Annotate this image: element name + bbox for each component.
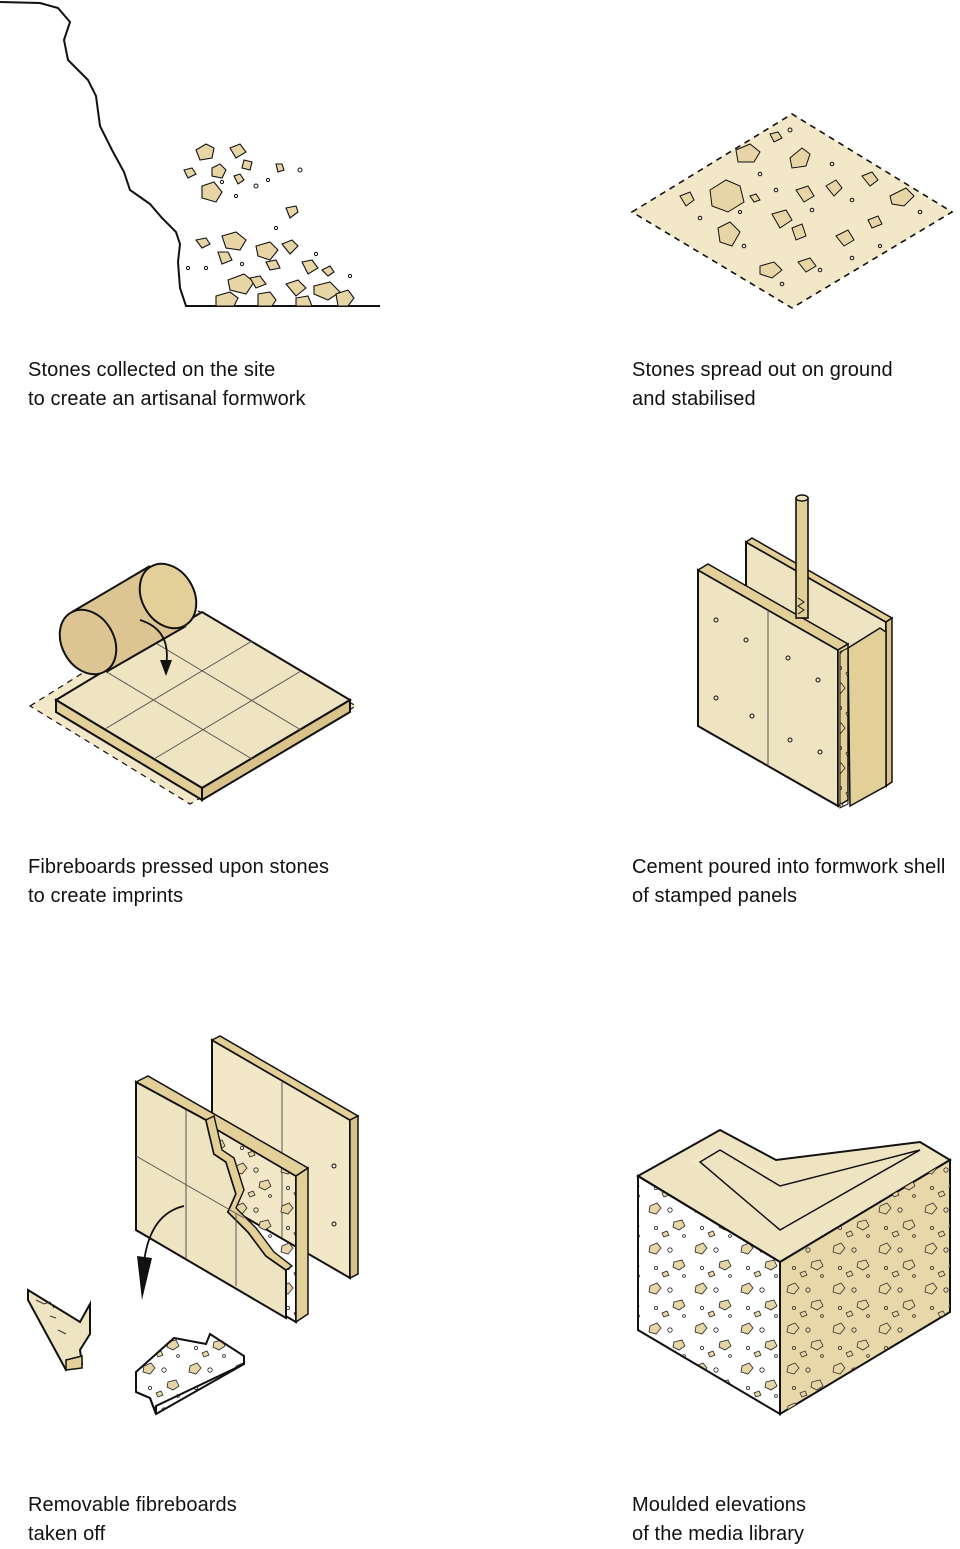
caption-line: Stones collected on the site — [28, 359, 276, 381]
caption-line: and stabilised — [632, 388, 756, 410]
step-caption-3: Fibreboards pressed upon stones to creat… — [28, 853, 329, 911]
fibreboard-press-illustration — [28, 562, 358, 805]
roller-icon — [58, 562, 198, 676]
caption-line: of stamped panels — [632, 885, 798, 907]
caption-line: Moulded elevations — [632, 1494, 807, 1516]
caption-line: Cement poured into formwork shell — [632, 856, 946, 878]
step-caption-5: Removable fibreboards taken off — [28, 1491, 237, 1549]
spread-stones-illustration — [630, 113, 954, 309]
moulded-elevation-illustration — [636, 1128, 952, 1416]
formwork-pour-illustration — [696, 494, 894, 809]
fibreboard-removal-illustration — [27, 1035, 360, 1416]
pour-pipe-icon — [795, 494, 809, 619]
caption-line: Fibreboards pressed upon stones — [28, 856, 330, 878]
caption-line: taken off — [28, 1523, 106, 1545]
step-caption-6: Moulded elevations of the media library — [632, 1491, 806, 1549]
caption-line: to create an artisanal formwork — [28, 388, 306, 410]
step-caption-1: Stones collected on the site to create a… — [28, 356, 306, 414]
caption-line: to create imprints — [28, 885, 184, 907]
caption-line: Removable fibreboards — [28, 1494, 237, 1516]
caption-line: of the media library — [632, 1523, 805, 1545]
caption-line: Stones spread out on ground — [632, 359, 893, 381]
step-caption-4: Cement poured into formwork shell of sta… — [632, 853, 945, 911]
site-stones-illustration — [0, 1, 380, 307]
step-caption-2: Stones spread out on ground and stabilis… — [632, 356, 893, 414]
